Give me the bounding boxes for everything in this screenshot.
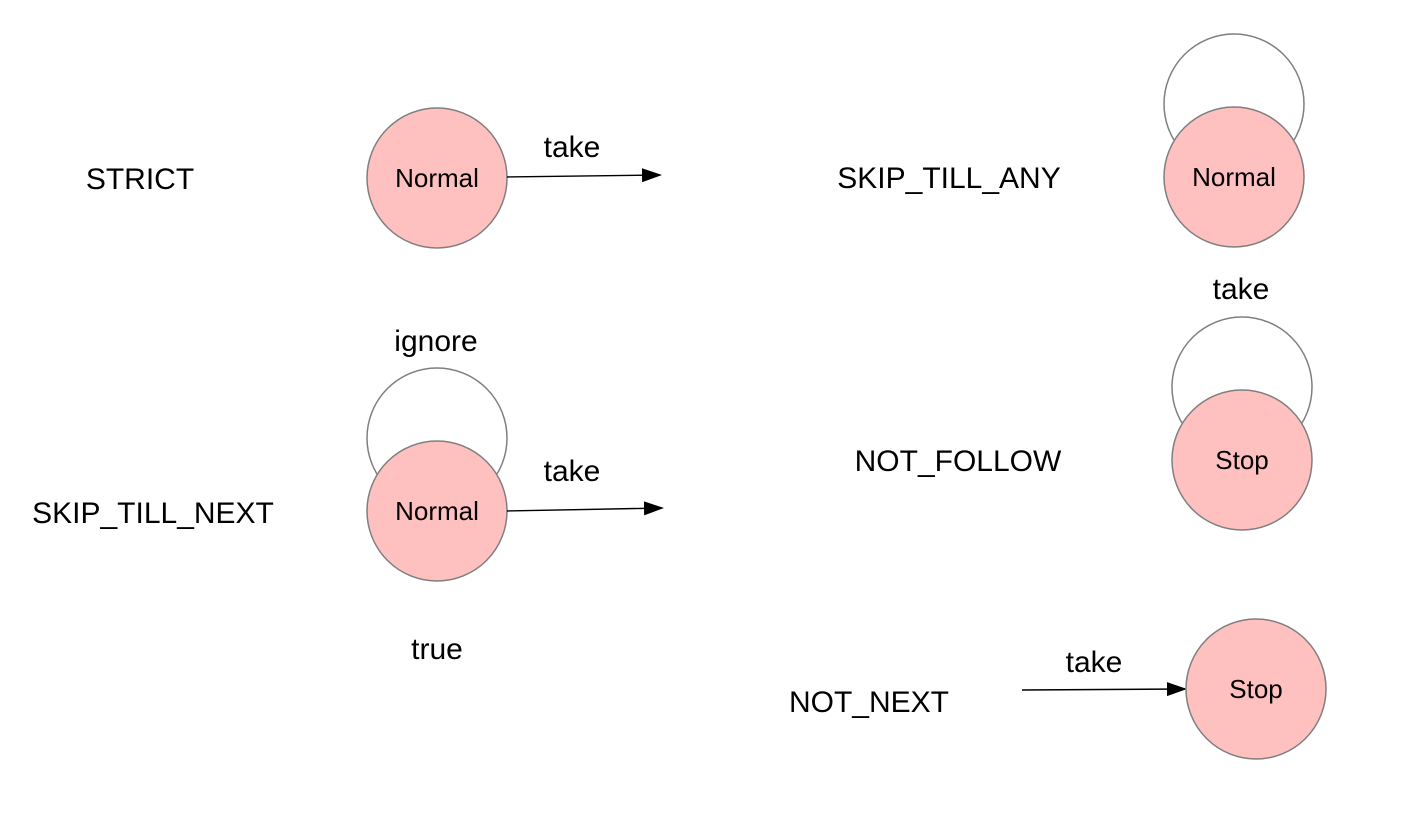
skip-till-any-state-circle <box>1163 106 1305 248</box>
skip-till-next-state-text: Normal <box>395 496 479 526</box>
skip-till-next-state-normal: Normal <box>366 440 508 582</box>
not-follow-state-stop: Stop <box>1171 389 1313 531</box>
strict-take-label: take <box>544 131 601 164</box>
skip-till-next-ignore-label: ignore <box>394 325 477 358</box>
skip-till-next-take-label: take <box>544 455 601 488</box>
skip-till-next-label: SKIP_TILL_NEXT <box>32 497 274 530</box>
strict-state-circle <box>366 107 508 249</box>
strict-state-normal: Normal <box>366 107 508 249</box>
skip-till-any-label: SKIP_TILL_ANY <box>837 162 1060 195</box>
skip-till-next-true-label: true <box>411 633 463 666</box>
skip-till-any-take-label: take <box>1213 273 1270 306</box>
skip-till-next-take-edge <box>506 501 664 516</box>
not-next-state-stop: Stop <box>1185 618 1327 760</box>
not-next-take-edge <box>1021 682 1187 697</box>
not-next-state-circle <box>1185 618 1327 760</box>
not-next-take-label: take <box>1066 646 1123 679</box>
not-next-label: NOT_NEXT <box>789 686 949 719</box>
not-follow-label: NOT_FOLLOW <box>855 445 1062 478</box>
not-follow-state-text: Stop <box>1215 445 1269 475</box>
strict-label: STRICT <box>86 163 194 196</box>
not-next-state-text: Stop <box>1229 674 1283 704</box>
strict-take-edge <box>506 168 662 183</box>
skip-till-any-state-normal: Normal <box>1163 106 1305 248</box>
not-follow-state-circle <box>1171 389 1313 531</box>
strict-state-text: Normal <box>395 163 479 193</box>
skip-till-any-state-text: Normal <box>1192 162 1276 192</box>
